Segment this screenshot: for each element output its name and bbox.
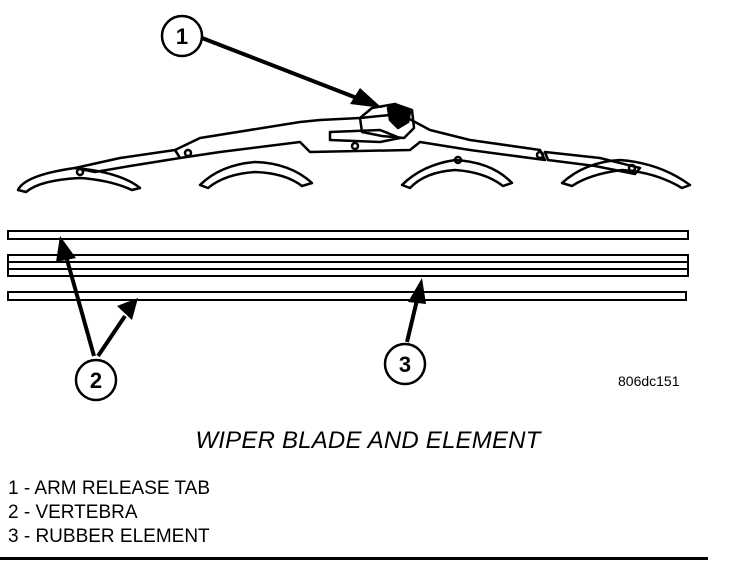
callout-2: 2 <box>56 236 138 402</box>
callout-1: 1 <box>160 14 382 108</box>
svg-text:3: 3 <box>399 352 411 377</box>
vertebra-strip-lower <box>7 291 687 301</box>
callout-3: 3 <box>383 278 427 386</box>
svg-text:2: 2 <box>90 368 102 393</box>
wiper-blade-diagram: 1 2 3 806dc151 <box>7 14 692 402</box>
rubber-element <box>7 254 689 277</box>
svg-text:1: 1 <box>176 24 188 49</box>
legend: 1 - ARM RELEASE TAB 2 - VERTEBRA 3 - RUB… <box>8 477 210 549</box>
figure-id: 806dc151 <box>618 373 680 389</box>
wiper-blade-frame <box>16 102 692 194</box>
vertebra-strip-upper <box>7 230 689 240</box>
bottom-rule <box>0 557 708 560</box>
legend-item-rubber-element: 3 - RUBBER ELEMENT <box>8 526 210 547</box>
legend-item-arm-release-tab: 1 - ARM RELEASE TAB <box>8 478 211 499</box>
figure-caption: WIPER BLADE AND ELEMENT <box>195 427 541 454</box>
legend-item-vertebra: 2 - VERTEBRA <box>8 502 138 523</box>
